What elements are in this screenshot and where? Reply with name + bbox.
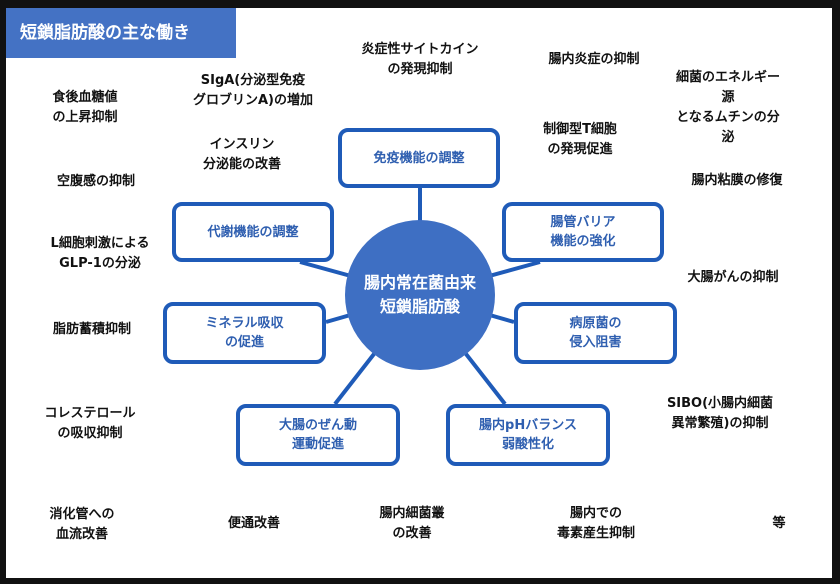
effect-label: コレステロール の吸収抑制 [44, 406, 136, 441]
effect-label: 消化管への 血流改善 [49, 507, 115, 542]
effect-label: 空腹感の抑制 [56, 174, 136, 189]
effect-label: インスリン 分泌能の改善 [202, 137, 282, 172]
effect-label: 炎症性サイトカイン の発現抑制 [361, 42, 479, 77]
effect-label: 大腸がんの抑制 [687, 270, 779, 285]
effect-label: 脂肪蓄積抑制 [52, 322, 132, 337]
effect-label: SIgA(分泌型免疫 グロブリンA)の増加 [192, 73, 314, 108]
effect-label: L細胞刺激による GLP-1の分泌 [50, 236, 150, 271]
function-box: 腸管バリア 機能の強化 [502, 202, 664, 262]
function-box: 大腸のぜん動 運動促進 [236, 404, 400, 466]
function-box: ミネラル吸収 の促進 [163, 302, 326, 364]
effect-label: 細菌のエネルギー源 となるムチンの分泌 [675, 70, 780, 145]
effect-label: 等 [772, 516, 786, 531]
central-node: 腸内常在菌由来 短鎖脂肪酸 [345, 220, 495, 370]
function-box: 免疫機能の調整 [338, 128, 500, 188]
effect-label: 腸内での 毒素産生抑制 [556, 506, 636, 541]
function-box: 代謝機能の調整 [172, 202, 334, 262]
effect-label: 腸内細菌叢 の改善 [379, 506, 445, 541]
effect-label: 便通改善 [227, 516, 281, 531]
function-box: 病原菌の 侵入阻害 [514, 302, 677, 364]
function-box: 腸内pHバランス 弱酸性化 [446, 404, 610, 466]
effect-label: SIBO(小腸内細菌 異常繁殖)の抑制 [666, 396, 774, 431]
effect-label: 制御型T細胞 の発現促進 [543, 122, 617, 157]
effect-label: 食後血糖値 の上昇抑制 [52, 90, 118, 125]
effect-label: 腸内炎症の抑制 [548, 52, 640, 67]
slide-title: 短鎖脂肪酸の主な働き [6, 8, 236, 58]
effect-label: 腸内粘膜の修復 [691, 173, 783, 188]
